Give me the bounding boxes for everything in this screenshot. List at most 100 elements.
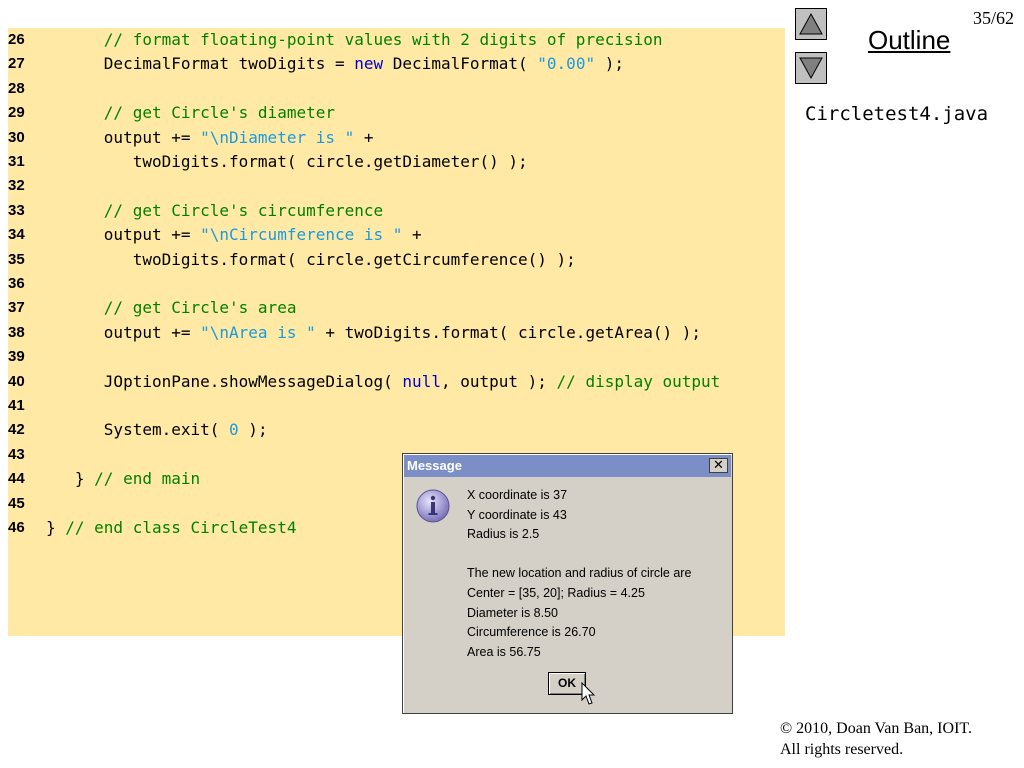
code-line: 39 — [8, 345, 785, 369]
code-line: 35 twoDigits.format( circle.getCircumfer… — [8, 248, 785, 272]
line-number: 31 — [8, 153, 25, 170]
mouse-cursor-icon — [581, 682, 596, 705]
code-line: 32 — [8, 174, 785, 198]
line-number: 28 — [8, 79, 25, 97]
code-token-plain: ); — [238, 420, 268, 440]
line-number: 39 — [8, 348, 25, 366]
code-line: 38 output += "\nArea is " + twoDigits.fo… — [8, 321, 785, 345]
code-token-plain: } — [46, 518, 66, 537]
line-number: 33 — [8, 201, 25, 219]
line-number: 40 — [8, 372, 25, 390]
code-text: } // end main — [46, 467, 200, 491]
triangle-up-icon — [799, 12, 823, 35]
slide-number: 35/62 — [972, 8, 1014, 28]
message-line: Radius is 2.5 — [467, 527, 540, 542]
message-line: Center = [35, 20]; Radius = 4.25 — [467, 586, 645, 600]
line-number: 29 — [8, 104, 25, 122]
code-token-comment: // format floating-point values with 2 d… — [103, 30, 663, 49]
code-text: // get Circle's diameter — [46, 101, 335, 125]
code-token-plain: ); — [595, 54, 624, 74]
next-slide-button[interactable] — [795, 52, 827, 84]
message-line: Circumference is 26.70 — [467, 625, 596, 640]
code-text: // format floating-point values with 2 d… — [46, 28, 663, 52]
code-token-plain: output += — [103, 127, 201, 147]
code-token-string: "\nDiameter is " — [200, 127, 355, 147]
line-number: 32 — [8, 177, 25, 195]
code-token-comment: // display output — [556, 371, 721, 391]
code-line: 37 // get Circle's area — [8, 296, 785, 320]
line-number: 34 — [8, 226, 25, 244]
code-token-plain: } — [74, 469, 95, 489]
code-line: 31 twoDigits.format( circle.getDiameter(… — [8, 150, 785, 174]
copyright-line-2: All rights reserved. — [780, 741, 904, 758]
close-button[interactable]: ✕ — [709, 458, 728, 473]
line-number: 45 — [8, 494, 25, 512]
message-dialog: Message ✕ X coordinate is 37 Y coordinate… — [402, 453, 733, 714]
code-token-plain: + — [354, 127, 374, 147]
code-token-plain: DecimalFormat twoDigits = — [103, 54, 355, 74]
previous-slide-button[interactable] — [795, 8, 827, 40]
code-token-plain: + — [402, 225, 422, 245]
code-line: 43 — [8, 443, 785, 467]
message-line: X coordinate is 37 — [467, 488, 568, 502]
code-line: 41 — [8, 394, 785, 418]
code-line: 34 output += "\nCircumference is " + — [8, 223, 785, 247]
code-text: output += "\nCircumference is " + — [46, 223, 422, 247]
line-number: 30 — [8, 128, 25, 146]
code-token-number: 0 — [229, 420, 239, 440]
ok-button[interactable]: OK — [548, 672, 586, 695]
code-token-keyword: new — [354, 54, 384, 74]
code-token-plain: twoDigits.format( circle.getCircumferenc… — [132, 249, 576, 269]
code-text: DecimalFormat twoDigits = new DecimalFor… — [46, 52, 624, 76]
code-text: // get Circle's circumference — [46, 199, 383, 223]
message-line: Area is 56.75 — [467, 644, 541, 659]
code-token-keyword: null — [402, 371, 441, 391]
code-line: 45 — [8, 492, 785, 516]
code-token-plain: + twoDigits.format( circle.getArea() ); — [315, 322, 702, 342]
code-text: JOptionPane.showMessageDialog( null, out… — [46, 370, 721, 394]
code-token-comment: // get Circle's circumference — [103, 200, 384, 220]
close-icon: ✕ — [713, 457, 724, 472]
dialog-title: Message — [407, 458, 462, 473]
code-token-plain: System.exit( — [103, 420, 230, 440]
line-number: 26 — [8, 31, 25, 48]
triangle-down-icon — [799, 57, 823, 80]
message-line: Diameter is 8.50 — [467, 605, 559, 620]
line-number: 44 — [8, 470, 25, 488]
code-text: output += "\nArea is " + twoDigits.forma… — [46, 321, 701, 345]
outline-link[interactable]: Outline — [868, 25, 951, 55]
line-number: 37 — [8, 299, 25, 317]
code-line: 42 System.exit( 0 ); — [8, 418, 785, 442]
code-text: twoDigits.format( circle.getCircumferenc… — [46, 248, 576, 272]
line-number: 43 — [8, 445, 25, 463]
copyright: © 2010, Doan Van Ban, IOIT. All rights r… — [780, 718, 972, 760]
code-token-plain: twoDigits.format( circle.getDiameter() )… — [132, 152, 528, 171]
code-text: // get Circle's area — [46, 296, 297, 320]
line-number: 36 — [8, 275, 25, 292]
code-line: 26 // format floating-point values with … — [8, 28, 785, 52]
code-token-comment: // get Circle's area — [103, 298, 297, 318]
code-token-plain: , output ); — [440, 371, 557, 391]
line-number: 42 — [8, 421, 25, 439]
code-line: 44 } // end main — [8, 467, 785, 491]
code-token-plain: JOptionPane.showMessageDialog( — [103, 371, 403, 391]
code-line: 36 — [8, 272, 785, 296]
code-line: 30 output += "\nDiameter is " + — [8, 126, 785, 150]
code-token-string: "\nArea is " — [200, 322, 316, 342]
code-token-plain: output += — [103, 322, 201, 342]
code-token-plain: output += — [103, 225, 201, 245]
info-icon — [416, 489, 450, 523]
code-line: 28 — [8, 77, 785, 101]
code-token-comment: // end class CircleTest4 — [65, 518, 297, 537]
code-token-comment: // get Circle's diameter — [103, 103, 335, 123]
code-line: 29 // get Circle's diameter — [8, 101, 785, 125]
dialog-titlebar[interactable]: Message ✕ — [404, 455, 731, 477]
line-number: 41 — [8, 397, 25, 414]
code-text: twoDigits.format( circle.getDiameter() )… — [46, 150, 528, 174]
code-token-comment: // end main — [94, 469, 201, 489]
line-number: 35 — [8, 250, 25, 268]
code-text: output += "\nDiameter is " + — [46, 126, 374, 150]
code-line: 33 // get Circle's circumference — [8, 199, 785, 223]
message-line: Y coordinate is 43 — [467, 507, 567, 522]
code-token-plain: DecimalFormat( — [383, 54, 538, 74]
